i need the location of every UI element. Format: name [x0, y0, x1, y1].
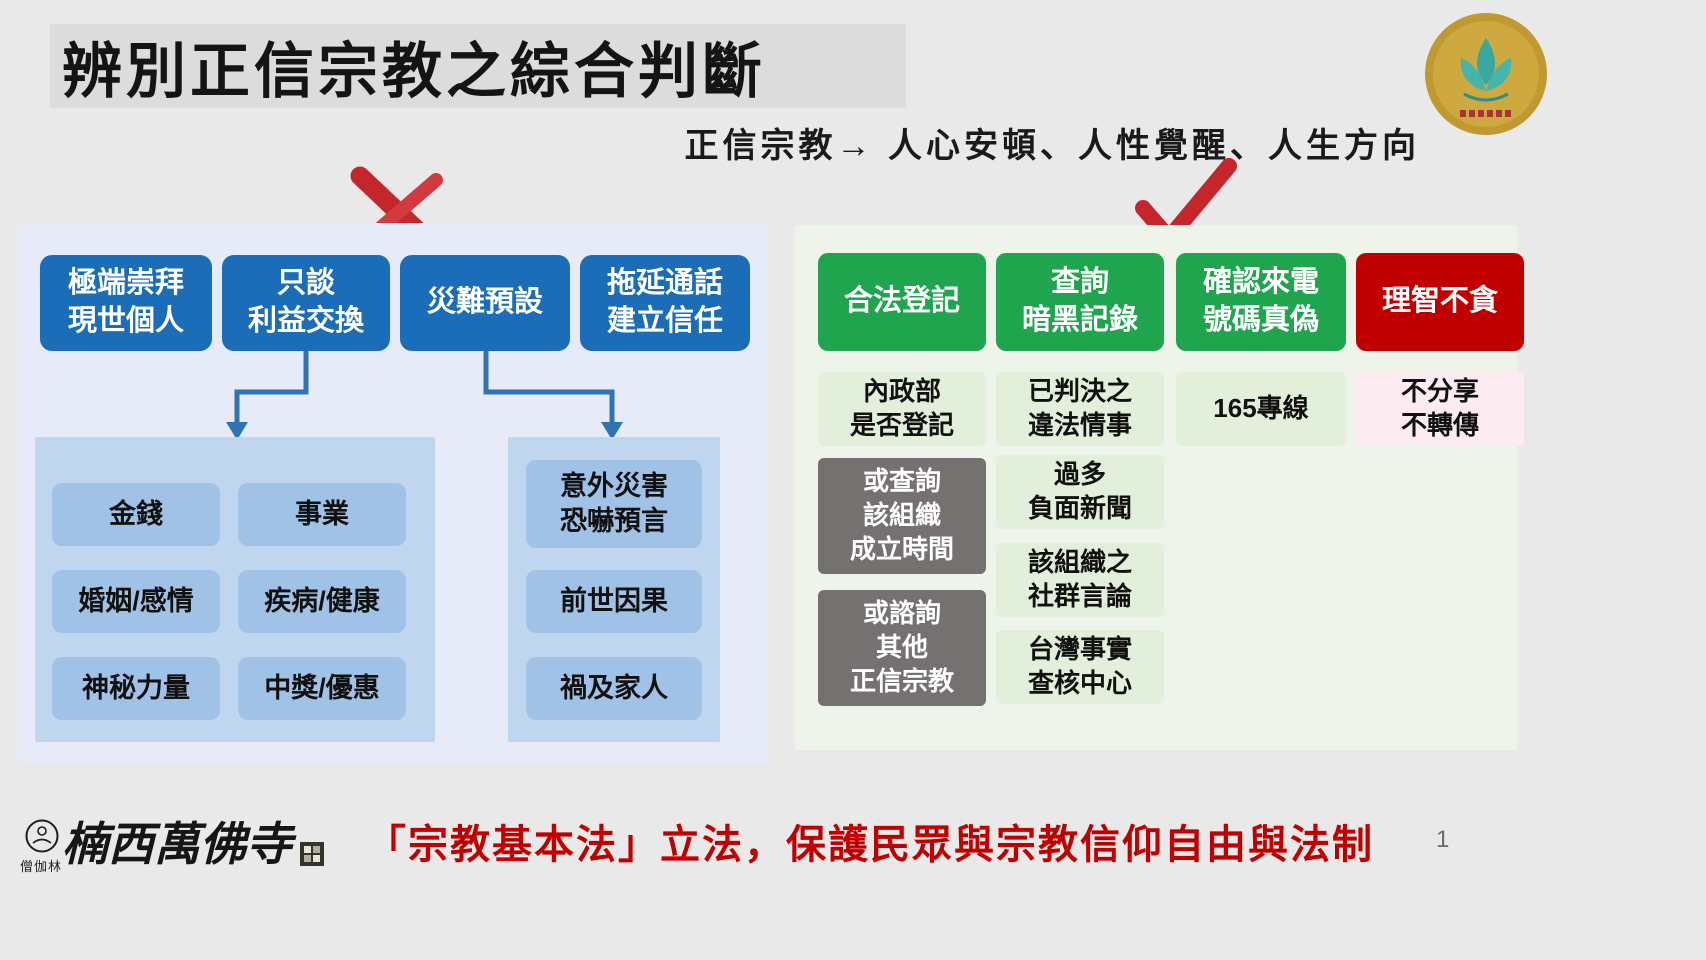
verify-header-check-dark-records: 查詢 暗黑記錄 — [996, 253, 1164, 351]
verify-header-legal-registration: 合法登記 — [818, 253, 986, 351]
verify-item-no-share-no-forward: 不分享 不轉傳 — [1356, 372, 1524, 446]
verify-header-rational-no-greed: 理智不貪 — [1356, 253, 1524, 351]
verify-item-convicted-illegal-acts: 已判決之 違法情事 — [996, 372, 1164, 446]
verify-item-taiwan-factcheck-center: 台灣事實 查核中心 — [996, 630, 1164, 704]
verify-item-165-hotline: 165專線 — [1176, 372, 1346, 446]
disaster-item-past-life-karma: 前世因果 — [526, 570, 702, 633]
verify-item-excess-negative-news: 過多 負面新聞 — [996, 455, 1164, 529]
verify-item-check-founding-date: 或查詢 該組織 成立時間 — [818, 458, 986, 574]
verify-item-consult-other-religions: 或諮詢 其他 正信宗教 — [818, 590, 986, 706]
warning-header-extreme-worship: 極端崇拜 現世個人 — [40, 255, 212, 351]
disaster-item-harm-family: 禍及家人 — [526, 657, 702, 720]
title-band: 辨別正信宗教之綜合判斷 — [50, 24, 906, 108]
benefit-item-mystic-power: 神秘力量 — [52, 657, 220, 720]
verify-item-interior-ministry-registration: 內政部 是否登記 — [818, 372, 986, 446]
verify-header-confirm-caller-id: 確認來電 號碼真偽 — [1176, 253, 1346, 351]
bottom-banner-text: 「宗教基本法」立法，保護民眾與宗教信仰自由與法制 — [366, 823, 1374, 867]
verify-item-group-social-posts: 該組織之 社群言論 — [996, 543, 1164, 617]
warning-header-benefit-exchange: 只談 利益交換 — [222, 255, 390, 351]
benefit-item-marriage-romance: 婚姻/感情 — [52, 570, 220, 633]
benefit-item-money: 金錢 — [52, 483, 220, 546]
temple-stamp-icon — [300, 842, 324, 866]
page-title: 辨別正信宗教之綜合判斷 — [62, 37, 766, 105]
benefit-item-career: 事業 — [238, 483, 406, 546]
warning-header-disaster-presupposition: 災難預設 — [400, 255, 570, 351]
temple-logo-icon — [24, 818, 60, 854]
subtitle: 正信宗教→ 人心安頓、人性覺醒、人生方向 — [684, 127, 1420, 165]
disaster-item-accident-threat: 意外災害 恐嚇預言 — [526, 460, 702, 548]
temple-name: 楠西萬佛寺 — [62, 817, 292, 871]
benefit-item-illness-health: 疾病/健康 — [238, 570, 406, 633]
benefit-item-prize-discount: 中獎/優惠 — [238, 657, 406, 720]
page-number: 1 — [1436, 826, 1450, 853]
organization-logo-icon — [1424, 12, 1548, 136]
warning-header-delayed-call-trust: 拖延通話 建立信任 — [580, 255, 750, 351]
temple-seal-caption: 僧伽林 — [20, 859, 63, 874]
